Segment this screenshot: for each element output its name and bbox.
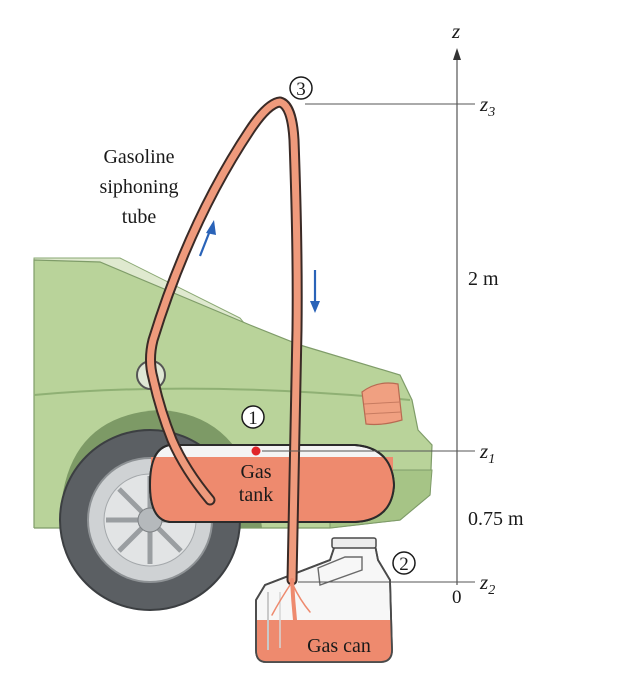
svg-text:1: 1 [248, 408, 258, 429]
z3-label: z3 [479, 92, 495, 120]
gas-can: Gas can [255, 537, 393, 663]
dimension-lower-label: 0.75 m [468, 508, 524, 530]
gas-tank: Gas tank [148, 444, 396, 523]
z-axis: z z3 z1 z2 0 2 m 0.75 m [262, 19, 524, 608]
point-1-label: 1 [241, 405, 265, 429]
dimension-upper-label: 2 m [468, 268, 499, 290]
gas-tank-label-line2: tank [239, 484, 273, 506]
car-tail-light [361, 382, 403, 426]
svg-text:2: 2 [399, 554, 409, 575]
tube-outflow-stream [290, 578, 297, 622]
gas-can-cap [331, 537, 377, 549]
gas-tank-fuel [150, 457, 393, 522]
point-1-marker [251, 446, 261, 456]
point-2-label: 2 [392, 551, 416, 575]
z2-label: z2 [479, 570, 495, 598]
car-body-crease [33, 387, 411, 401]
z1-label: z1 [479, 439, 495, 467]
tube-label-line3: tube [122, 206, 157, 228]
z-axis-label: z [451, 19, 460, 43]
tube-label-line2: siphoning [100, 176, 179, 198]
flow-arrow-down [310, 270, 320, 313]
siphoning-tube [145, 96, 311, 622]
tube-label-line1: Gasoline [103, 146, 174, 168]
siphoning-tube-fill [147, 98, 301, 584]
point-3-label: 3 [289, 76, 313, 100]
flow-arrow-up [198, 220, 216, 257]
gas-can-fuel [256, 620, 392, 662]
svg-text:3: 3 [296, 79, 306, 100]
gas-can-label: Gas can [307, 635, 371, 657]
axis-origin-label: 0 [452, 587, 462, 608]
gas-tank-label-line1: Gas [240, 461, 271, 483]
